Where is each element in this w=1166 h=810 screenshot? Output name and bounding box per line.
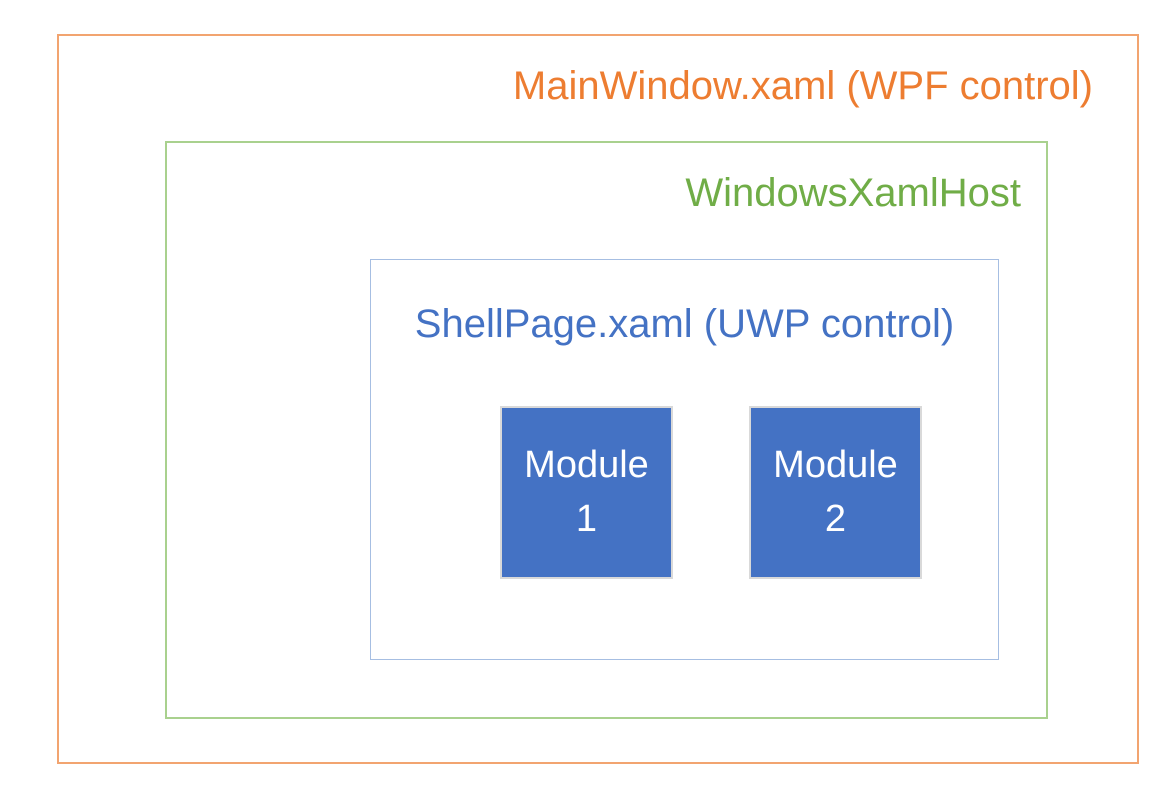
module-2-block: Module 2 [749,406,922,579]
module-2-label-line2: 2 [824,497,847,540]
module-1-block: Module 1 [500,406,673,579]
mainwindow-wpf-box: MainWindow.xaml (WPF control) WindowsXam… [57,34,1139,764]
windows-xaml-host-label: WindowsXamlHost [685,171,1021,215]
shellpage-uwp-box: ShellPage.xaml (UWP control) Module 1 Mo… [370,259,999,660]
module-2-label-line1: Module [773,444,898,487]
shellpage-uwp-label: ShellPage.xaml (UWP control) [414,302,955,346]
module-1-label-line1: Module [524,444,649,487]
windows-xaml-host-box: WindowsXamlHost ShellPage.xaml (UWP cont… [165,141,1048,719]
mainwindow-wpf-label: MainWindow.xaml (WPF control) [512,64,1093,108]
module-1-label-line2: 1 [575,497,598,540]
